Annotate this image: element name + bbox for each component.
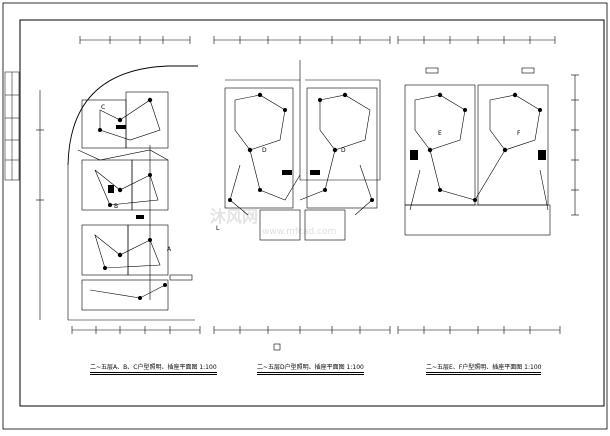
unit-label-f: F bbox=[517, 130, 521, 137]
outer-border bbox=[2, 2, 608, 430]
caption-underline bbox=[426, 372, 542, 373]
watermark: 沐风网 www.mfcad.com bbox=[210, 207, 336, 237]
plan-abc-fixtures bbox=[98, 97, 167, 300]
unit-label-c: C bbox=[101, 104, 105, 111]
watermark-url: www.mfcad.com bbox=[262, 227, 336, 237]
title-strip bbox=[4, 71, 20, 181]
caption-plan-d-text: 二~五层D户型照明、插座平面图 1:100 bbox=[257, 364, 364, 371]
plan-ef bbox=[397, 36, 579, 334]
caption-underline bbox=[257, 374, 364, 375]
watermark-text: 沐风网 bbox=[210, 207, 258, 226]
unit-label-d1: D bbox=[262, 147, 267, 154]
caption-underline bbox=[257, 372, 364, 373]
unit-label-a: A bbox=[167, 246, 172, 253]
caption-plan-d: 二~五层D户型照明、插座平面图 1:100 bbox=[257, 362, 364, 375]
unit-label-b: B bbox=[114, 203, 118, 210]
plan-abc bbox=[36, 36, 201, 334]
caption-plan-abc-text: 二~五层A、B、C户型照明、插座平面图 1:100 bbox=[90, 364, 217, 371]
caption-underline bbox=[426, 374, 542, 375]
plan-d bbox=[213, 36, 391, 334]
caption-plan-abc: 二~五层A、B、C户型照明、插座平面图 1:100 bbox=[90, 362, 217, 375]
caption-underline bbox=[90, 372, 217, 373]
caption-plan-ef: 二~五层E、F户型照明、插座平面图 1:100 bbox=[426, 362, 542, 375]
plan-d-fixtures bbox=[228, 92, 374, 351]
unit-label-e: E bbox=[438, 130, 442, 137]
unit-label-d2: D bbox=[341, 147, 346, 154]
caption-underline bbox=[90, 374, 217, 375]
inner-frame bbox=[19, 19, 605, 407]
plan-ef-fixtures bbox=[410, 92, 546, 202]
caption-plan-ef-text: 二~五层E、F户型照明、插座平面图 1:100 bbox=[426, 364, 542, 371]
unit-label-l: L bbox=[216, 225, 220, 232]
